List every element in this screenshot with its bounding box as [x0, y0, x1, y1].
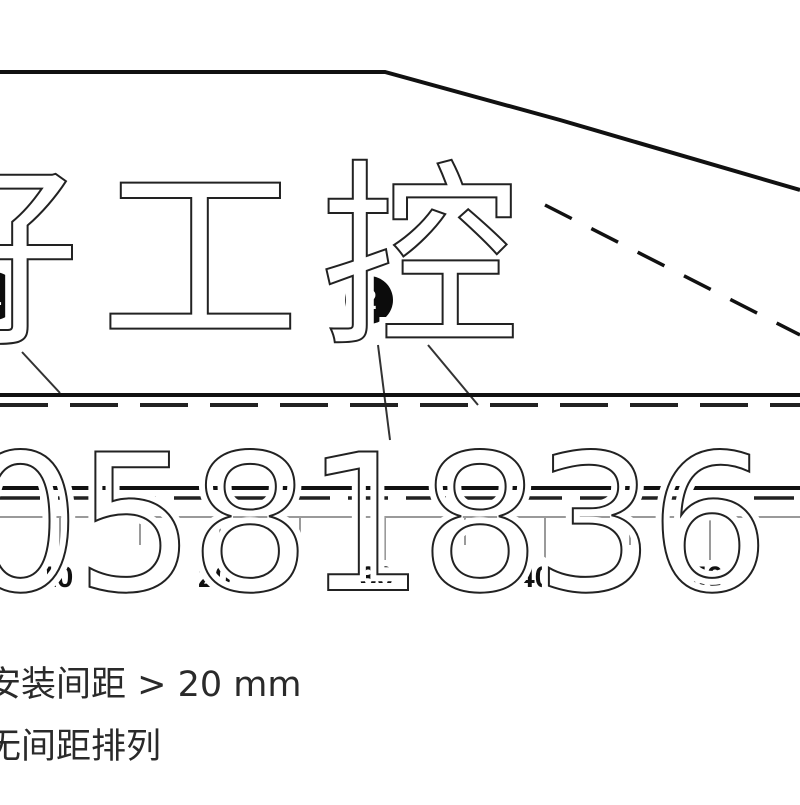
ruler-label-10: 10	[40, 561, 74, 594]
marker-2: 2	[345, 276, 393, 324]
marker-2-label: 2	[361, 284, 377, 315]
marker-1-label: 1	[0, 280, 2, 312]
device-outline-solid	[0, 70, 800, 192]
caption-no-gap: 无间距排列	[0, 727, 162, 767]
leader-line-2	[377, 344, 391, 441]
ruler-label-50: 50	[690, 561, 724, 594]
ruler-ticks	[59, 517, 711, 560]
ruler-label-30: 30	[360, 561, 394, 594]
device-outline-dashed-right	[544, 203, 800, 337]
marker-1: 1	[0, 272, 18, 320]
leader-line-1	[21, 351, 61, 394]
caption-spacing: 安装间距 > 20 mm	[0, 665, 302, 705]
ruler-label-20: 20	[198, 561, 232, 594]
ruler-label-40: 40	[518, 561, 552, 594]
